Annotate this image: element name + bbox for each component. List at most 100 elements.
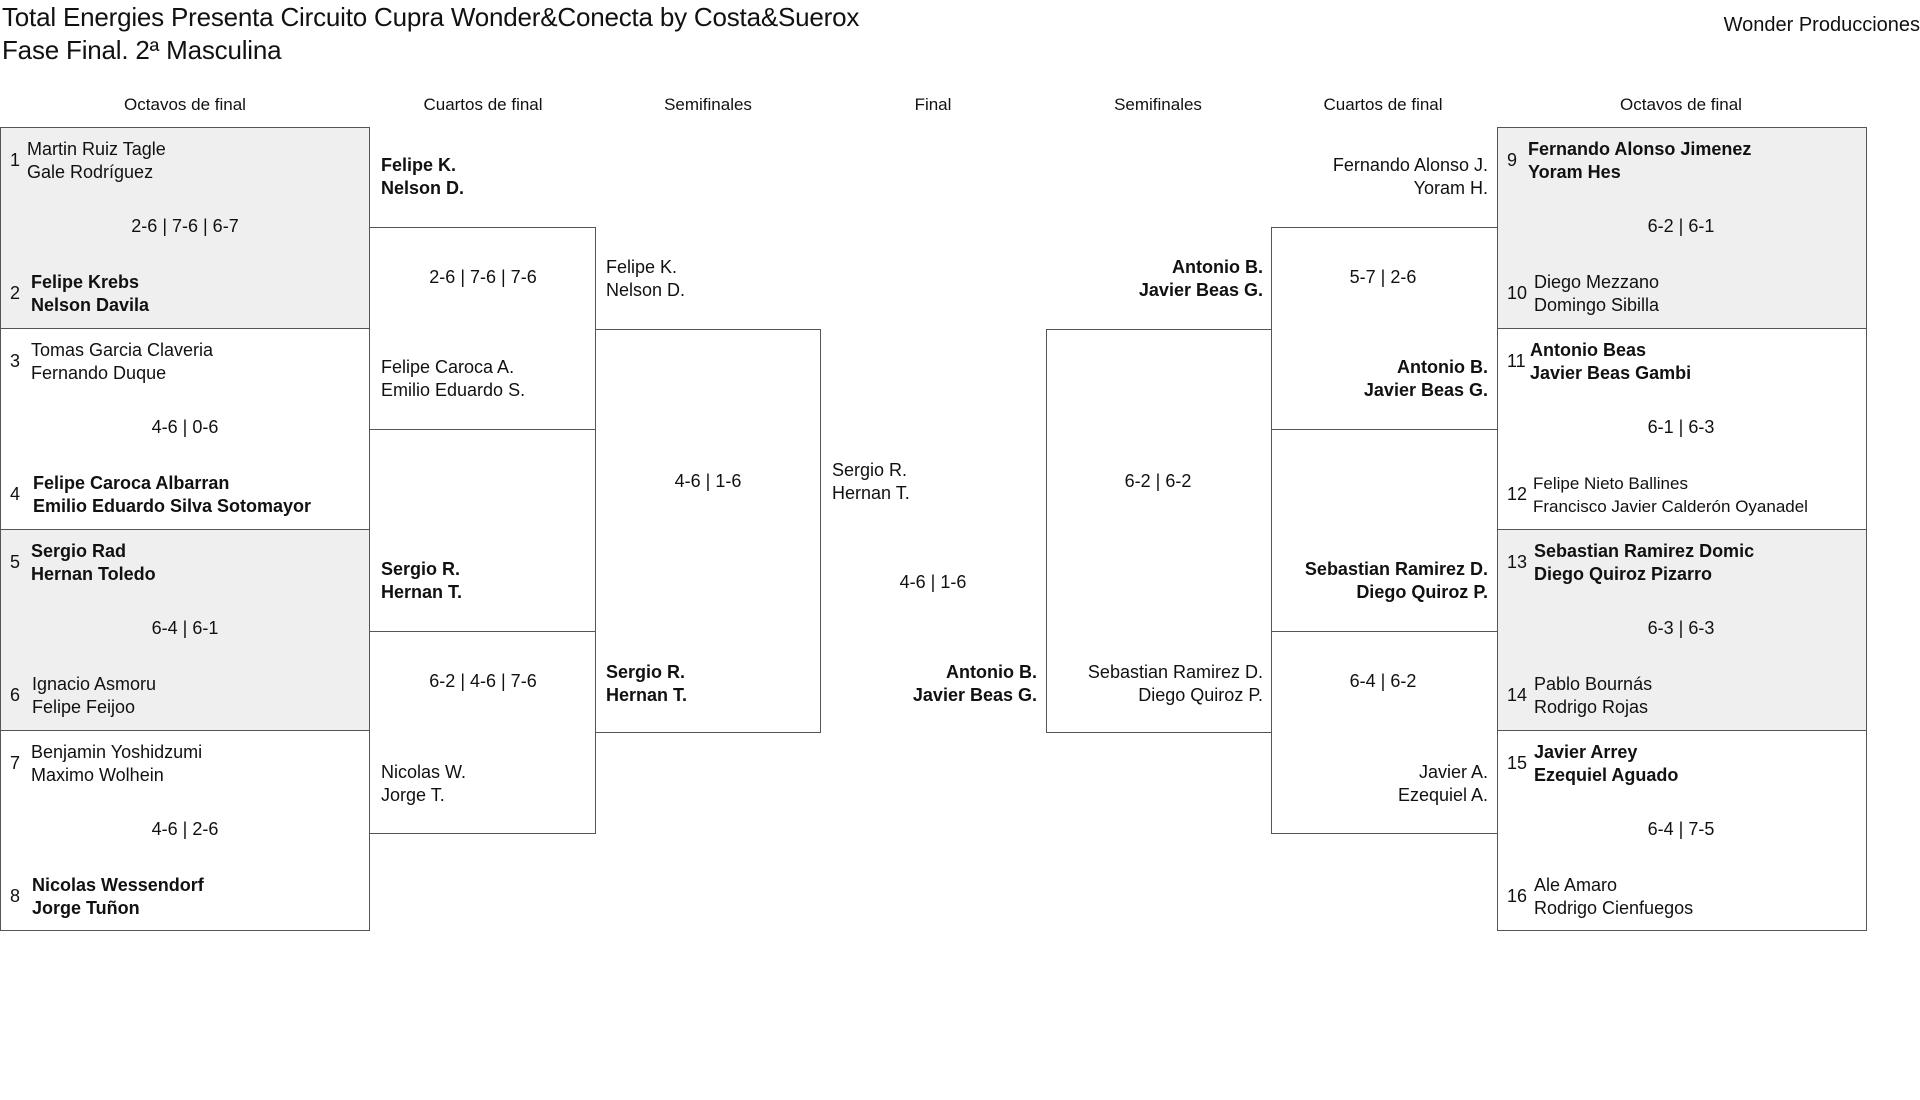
match-box-left-r16-3: [0, 529, 370, 731]
team-entry-winner: Antonio Beas Javier Beas Gambi: [1530, 339, 1691, 385]
team-entry-winner: Sebastian Ramirez Domic Diego Quiroz Piz…: [1534, 540, 1754, 586]
player-name: Diego Quiroz Pizarro: [1534, 564, 1713, 584]
team-entry-winner: Sebastian Ramirez D. Diego Quiroz P.: [1305, 558, 1488, 604]
player-name: Felipe Krebs: [31, 272, 140, 292]
brand-name: Wonder Producciones: [1723, 14, 1920, 36]
player-name: Fernando Alonso Jimenez: [1528, 139, 1752, 159]
match-score: 4-6 | 1-6: [674, 471, 742, 491]
round-header-left-r16: Octavos de final: [124, 95, 246, 114]
player-name: Maximo Wolhein: [31, 765, 164, 785]
player-name: Jorge Tuñon: [32, 898, 140, 918]
player-name: Javier Arrey: [1534, 742, 1638, 762]
player-name: Hernan T.: [832, 483, 910, 503]
player-name: Felipe Feijoo: [32, 697, 136, 717]
seed-number: 5: [10, 552, 21, 572]
match-score: 4-6 | 1-6: [899, 572, 967, 592]
seed-number: 1: [10, 150, 21, 170]
seed-number: 11: [1507, 351, 1526, 371]
team-entry: Sergio R. Hernan T.: [832, 459, 910, 505]
player-name: Hernan T.: [606, 685, 688, 705]
player-name: Tomas Garcia Claveria: [31, 340, 214, 360]
match-score: 6-4 | 6-1: [151, 618, 219, 638]
seed-number: 7: [10, 753, 21, 773]
player-name: Sebastian Ramirez D.: [1087, 662, 1263, 682]
player-name: Nelson Davila: [31, 295, 150, 315]
team-entry: Felipe K. Nelson D.: [606, 256, 685, 302]
player-name: Francisco Javier Calderón Oyanadel: [1533, 497, 1808, 516]
player-name: Felipe Nieto Ballines: [1533, 474, 1688, 493]
player-name: Nicolas W.: [381, 762, 467, 782]
team-entry-winner: Antonio B. Javier Beas G.: [913, 661, 1037, 707]
player-name: Diego Mezzano: [1534, 272, 1660, 292]
match-score: 2-6 | 7-6 | 7-6: [429, 267, 537, 287]
player-name: Sebastian Ramirez D.: [1304, 559, 1488, 579]
round-header-final: Final: [914, 95, 952, 114]
player-name: Hernan Toledo: [31, 564, 156, 584]
team-entry-winner: Nicolas Wessendorf Jorge Tuñon: [32, 874, 204, 920]
player-name: Fernando Alonso J.: [1332, 155, 1488, 175]
player-name: Javier Beas G.: [1363, 380, 1488, 400]
team-entry: Ignacio Asmoru Felipe Feijoo: [32, 673, 156, 719]
player-name: Sergio Rad: [31, 541, 127, 561]
player-name: Emilio Eduardo Silva Sotomayor: [33, 496, 312, 516]
team-entry: Tomas Garcia Claveria Fernando Duque: [31, 339, 213, 385]
round-header-left-sf: Semifinales: [664, 95, 752, 114]
team-entry: Diego Mezzano Domingo Sibilla: [1534, 271, 1659, 317]
match-score: 4-6 | 2-6: [151, 819, 219, 839]
round-header-right-r16: Octavos de final: [1620, 95, 1742, 114]
player-name: Sebastian Ramirez Domic: [1534, 541, 1755, 561]
match-score: 6-3 | 6-3: [1647, 618, 1715, 638]
player-name: Nelson D.: [606, 280, 686, 300]
player-name: Rodrigo Cienfuegos: [1534, 898, 1694, 918]
team-entry: Nicolas W. Jorge T.: [381, 761, 466, 807]
match-score: 6-2 | 4-6 | 7-6: [429, 671, 537, 691]
player-name: Ezequiel Aguado: [1534, 765, 1679, 785]
player-name: Javier Beas G.: [1138, 280, 1263, 300]
player-name: Javier A.: [1418, 762, 1488, 782]
team-entry: Felipe Caroca A. Emilio Eduardo S.: [381, 356, 525, 402]
player-name: Javier Beas G.: [912, 685, 1037, 705]
seed-number: 2: [10, 283, 21, 303]
player-name: Diego Quiroz P.: [1356, 582, 1488, 602]
team-entry-winner: Felipe K. Nelson D.: [381, 154, 464, 200]
match-score: 5-7 | 2-6: [1349, 267, 1417, 287]
page-subtitle: Fase Final. 2ª Masculina: [2, 35, 282, 65]
player-name: Ignacio Asmoru: [32, 674, 157, 694]
team-entry-winner: Javier Arrey Ezequiel Aguado: [1534, 741, 1678, 787]
match-score: 6-4 | 7-5: [1647, 819, 1715, 839]
player-name: Gale Rodríguez: [27, 162, 154, 182]
team-entry-winner: Felipe Caroca Albarran Emilio Eduardo Si…: [33, 472, 311, 518]
team-entry-winner: Antonio B. Javier Beas G.: [1139, 256, 1263, 302]
player-name: Antonio Beas: [1530, 340, 1647, 360]
player-name: Yoram H.: [1413, 178, 1488, 198]
match-score: 4-6 | 0-6: [151, 417, 219, 437]
player-name: Ale Amaro: [1534, 875, 1618, 895]
team-entry: Fernando Alonso J. Yoram H.: [1333, 154, 1488, 200]
player-name: Felipe K.: [381, 155, 457, 175]
bracket-connector: [1046, 329, 1272, 733]
match-box-left-r16-1: [0, 127, 370, 329]
match-box-right-r16-1: [1497, 127, 1867, 329]
player-name: Pablo Bournás: [1534, 674, 1653, 694]
seed-number: 9: [1507, 150, 1518, 170]
team-entry: Ale Amaro Rodrigo Cienfuegos: [1534, 874, 1693, 920]
seed-number: 10: [1507, 283, 1528, 303]
round-header-right-qf: Cuartos de final: [1323, 95, 1443, 114]
page-title: Total Energies Presenta Circuito Cupra W…: [2, 2, 860, 32]
player-name: Antonio B.: [1172, 257, 1263, 277]
player-name: Rodrigo Rojas: [1534, 697, 1649, 717]
team-entry: Martin Ruiz Tagle Gale Rodríguez: [27, 138, 166, 184]
match-box-right-r16-4: [1497, 730, 1867, 931]
team-entry: Sebastian Ramirez D. Diego Quiroz P.: [1088, 661, 1263, 707]
team-entry-winner: Felipe Krebs Nelson Davila: [31, 271, 149, 317]
seed-number: 15: [1507, 753, 1528, 773]
bracket-connector: [595, 329, 821, 733]
seed-number: 8: [10, 886, 21, 906]
seed-number: 12: [1507, 484, 1528, 504]
seed-number: 6: [10, 685, 21, 705]
round-header-right-sf: Semifinales: [1114, 95, 1202, 114]
player-name: Sergio R.: [381, 559, 461, 579]
match-score: 6-2 | 6-2: [1124, 471, 1192, 491]
match-score: 2-6 | 7-6 | 6-7: [131, 216, 239, 236]
seed-number: 16: [1507, 886, 1528, 906]
